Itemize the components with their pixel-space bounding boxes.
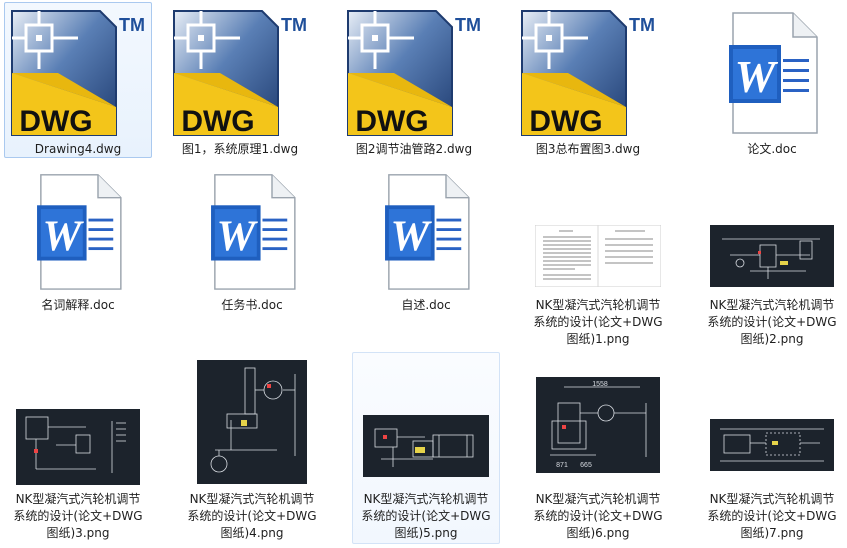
file-item-png-5[interactable]: NK型凝汽式汽轮机调节 系统的设计(论文+DWG 图纸)5.png: [352, 352, 500, 544]
file-name: 自述.doc: [401, 298, 451, 312]
dwg-badge: DWG: [181, 105, 254, 137]
file-name: 任务书.doc: [221, 298, 283, 312]
file-item-drawing4-dwg[interactable]: TM DWG Drawing4.dwg: [4, 2, 152, 158]
word-doc-icon: W: [385, 174, 470, 290]
word-badge: W: [390, 212, 432, 260]
cad-drawing-thumbnail: [710, 225, 834, 287]
file-name: NK型凝汽式汽轮机调节 系统的设计(论文+DWG 图纸)6.png: [533, 492, 663, 540]
file-name: NK型凝汽式汽轮机调节 系统的设计(论文+DWG 图纸)7.png: [707, 492, 837, 540]
cad-drawing-thumbnail: [363, 415, 489, 477]
file-name: 论文.doc: [747, 142, 797, 156]
file-item-png-4[interactable]: NK型凝汽式汽轮机调节 系统的设计(论文+DWG 图纸)4.png: [178, 354, 326, 544]
file-name: Drawing4.dwg: [34, 142, 122, 156]
dimension-label: 665: [580, 462, 592, 469]
dwg-badge: DWG: [355, 105, 428, 137]
cad-drawing-thumbnail: [16, 409, 140, 485]
dwg-badge: DWG: [529, 105, 602, 137]
tm-mark: TM: [629, 15, 655, 35]
dimension-label: 871: [556, 462, 568, 469]
file-item-dwg-1[interactable]: TM DWG 图1，系统原理1.dwg: [166, 2, 314, 158]
dwg-badge: DWG: [19, 105, 92, 137]
tm-mark: TM: [119, 15, 145, 35]
file-name: NK型凝汽式汽轮机调节 系统的设计(论文+DWG 图纸)3.png: [13, 492, 143, 540]
file-item-png-3[interactable]: NK型凝汽式汽轮机调节 系统的设计(论文+DWG 图纸)3.png: [4, 354, 152, 544]
file-name: NK型凝汽式汽轮机调节 系统的设计(论文+DWG 图纸)2.png: [707, 298, 837, 346]
file-name: NK型凝汽式汽轮机调节 系统的设计(论文+DWG 图纸)4.png: [187, 492, 317, 540]
word-doc-icon: W: [729, 12, 818, 134]
dwg-file-icon: TM DWG: [11, 10, 145, 137]
file-name: NK型凝汽式汽轮机调节 系统的设计(论文+DWG 图纸)1.png: [533, 298, 663, 346]
file-item-mingci-doc[interactable]: W 名词解释.doc: [4, 168, 152, 318]
file-name: 图3总布置图3.dwg: [535, 142, 641, 156]
word-badge: W: [42, 212, 84, 260]
dwg-file-icon: TM DWG: [347, 10, 481, 137]
dwg-file-icon: TM DWG: [521, 10, 655, 137]
dwg-file-icon: TM DWG: [173, 10, 307, 137]
file-item-lunwen-doc[interactable]: W 论文.doc: [698, 2, 846, 158]
word-badge: W: [216, 212, 258, 260]
document-thumbnail: [535, 225, 661, 287]
file-item-png-1[interactable]: NK型凝汽式汽轮机调节 系统的设计(论文+DWG 图纸)1.png: [524, 168, 672, 350]
word-doc-icon: W: [211, 174, 296, 290]
file-item-dwg-2[interactable]: TM DWG 图2调节油管路2.dwg: [340, 2, 488, 158]
file-item-dwg-3[interactable]: TM DWG 图3总布置图3.dwg: [514, 2, 662, 158]
file-item-zishu-doc[interactable]: W 自述.doc: [352, 168, 500, 318]
word-doc-icon: W: [37, 174, 122, 290]
cad-drawing-thumbnail: [710, 419, 834, 471]
file-item-png-6[interactable]: 1558 871 665 NK型凝汽式汽轮机调节 系统的设计(论文+DWG 图纸…: [524, 354, 672, 544]
file-item-png-2[interactable]: NK型凝汽式汽轮机调节 系统的设计(论文+DWG 图纸)2.png: [698, 168, 846, 350]
file-name: 图2调节油管路2.dwg: [355, 142, 473, 156]
cad-drawing-thumbnail: 1558 871 665: [536, 377, 660, 473]
word-badge: W: [735, 51, 779, 102]
file-item-renwushu-doc[interactable]: W 任务书.doc: [178, 168, 326, 318]
file-name: NK型凝汽式汽轮机调节 系统的设计(论文+DWG 图纸)5.png: [361, 492, 491, 540]
tm-mark: TM: [455, 15, 481, 35]
file-name: 名词解释.doc: [41, 298, 115, 312]
file-name: 图1，系统原理1.dwg: [181, 142, 299, 156]
tm-mark: TM: [281, 15, 307, 35]
file-item-png-7[interactable]: NK型凝汽式汽轮机调节 系统的设计(论文+DWG 图纸)7.png: [698, 354, 846, 544]
dimension-label: 1558: [592, 381, 608, 388]
cad-drawing-thumbnail: [197, 360, 307, 484]
